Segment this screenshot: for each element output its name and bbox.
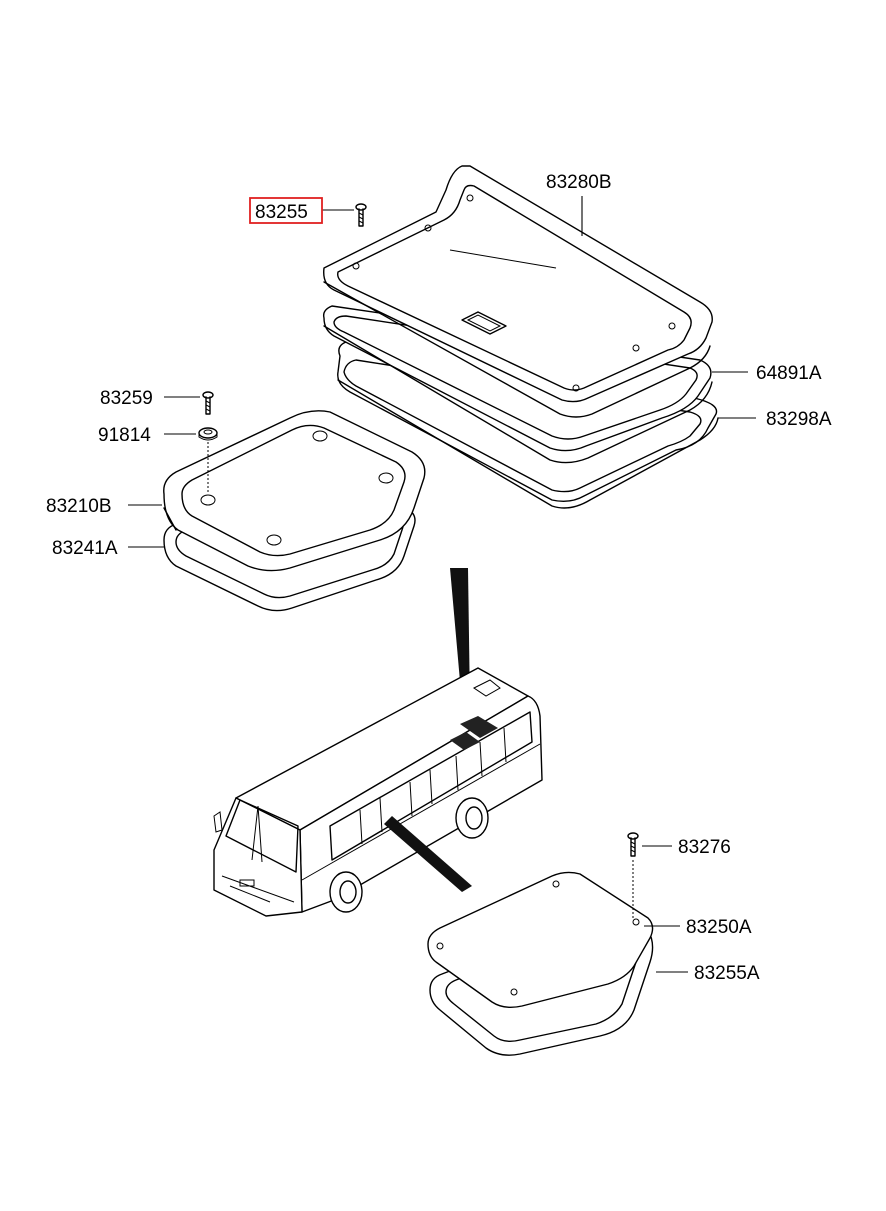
- bolt-83259[interactable]: [202, 391, 214, 415]
- hatch-cover-83210B[interactable]: [163, 410, 426, 572]
- label-83276[interactable]: 83276: [678, 837, 731, 858]
- hatch-panel-83280B[interactable]: [323, 165, 713, 418]
- washer-91814[interactable]: [198, 427, 218, 441]
- bus-illustration: [213, 568, 543, 917]
- hatch-cover-83250A[interactable]: [427, 871, 654, 1009]
- screw-83255[interactable]: [355, 203, 367, 227]
- label-83280B[interactable]: 83280B: [546, 172, 612, 193]
- label-83255A[interactable]: 83255A: [694, 963, 760, 984]
- label-83298A[interactable]: 83298A: [766, 409, 832, 430]
- label-83255[interactable]: 83255: [255, 202, 308, 223]
- label-83210B[interactable]: 83210B: [46, 496, 112, 517]
- label-91814[interactable]: 91814: [98, 425, 151, 446]
- label-83259[interactable]: 83259: [100, 388, 153, 409]
- highlight-box: [249, 197, 323, 224]
- label-83241A[interactable]: 83241A: [52, 538, 118, 559]
- label-83250A[interactable]: 83250A: [686, 917, 752, 938]
- label-64891A[interactable]: 64891A: [756, 363, 822, 384]
- screw-83276[interactable]: [627, 832, 639, 857]
